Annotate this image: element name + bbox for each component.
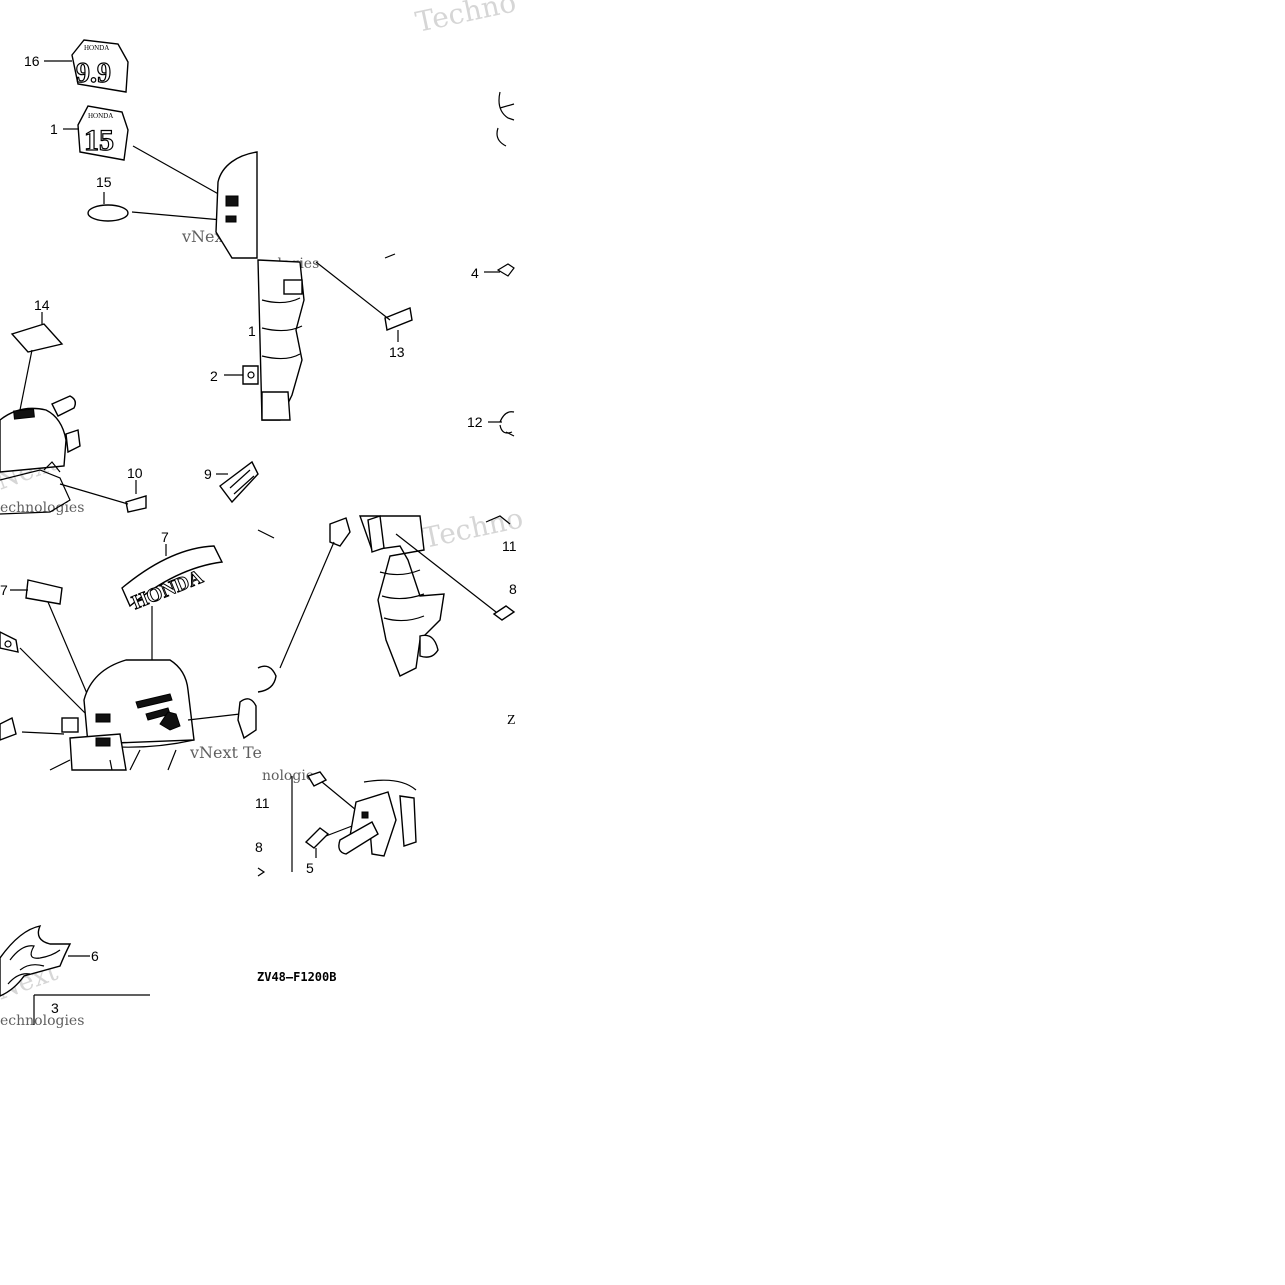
- decal-honda-small-text: HONDA: [84, 44, 109, 52]
- callout-4: 4: [471, 265, 479, 281]
- callout-13: 13: [389, 344, 405, 360]
- callout-8: 8: [509, 581, 517, 597]
- callout-10: 10: [127, 465, 143, 481]
- label-side-partial: [237, 698, 257, 740]
- callout-7-left: 7: [0, 582, 8, 598]
- callout-6: 6: [91, 948, 99, 964]
- callout-3: 3: [51, 1000, 59, 1016]
- decal-99-text: 9.9: [76, 58, 111, 89]
- label-left-edge[interactable]: [0, 631, 19, 653]
- decal-signature[interactable]: [0, 925, 72, 997]
- callout-16: 16: [24, 53, 40, 69]
- watermarks: Techno vNext Te nologies Next echnologie…: [0, 0, 526, 1029]
- clip-part: [257, 665, 277, 693]
- callout-8-partial: 8: [255, 839, 263, 855]
- watermark-text: Techno: [413, 0, 519, 39]
- callout-14: 14: [34, 297, 50, 313]
- label-7[interactable]: [25, 579, 63, 605]
- callout-12: 12: [467, 414, 483, 430]
- engine-leg-upper: [257, 259, 305, 421]
- decal-honda-arc[interactable]: HONDA: [121, 545, 224, 615]
- callout-z: Z: [507, 713, 516, 728]
- oval-decal-15[interactable]: [87, 204, 129, 222]
- callout-11: 11: [502, 538, 517, 554]
- control-bracket: [338, 779, 417, 857]
- engine-side-view: [0, 395, 81, 515]
- callout-15: 15: [96, 174, 112, 190]
- decal-15-text: 15: [84, 124, 114, 157]
- label-13[interactable]: [384, 307, 413, 331]
- decal-99[interactable]: HONDA 9.9: [71, 39, 129, 93]
- label-5[interactable]: [304, 827, 330, 849]
- label-14[interactable]: [10, 323, 64, 353]
- callout-11-partial: 1: [248, 323, 256, 339]
- engine-leg-lower: [257, 515, 445, 677]
- label-9[interactable]: [219, 460, 259, 504]
- watermark-text: vNext Te: [189, 743, 262, 762]
- diagram-code: ZV48—F1200B: [257, 970, 336, 984]
- decal-15[interactable]: HONDA 15: [77, 105, 129, 161]
- callout-9: 9: [204, 466, 212, 482]
- watermark-text: echnologies: [0, 1013, 84, 1029]
- engine-right-fragment-top: [496, 91, 515, 437]
- engine-hood-lower: [49, 659, 195, 771]
- label-10[interactable]: [125, 495, 147, 513]
- callout-1-partial: 11: [255, 795, 270, 811]
- callout-7-top: 7: [161, 529, 169, 545]
- callout-2: 2: [210, 368, 218, 384]
- label-small-top[interactable]: [306, 771, 328, 787]
- label-2[interactable]: [242, 365, 259, 385]
- label-left-edge-2[interactable]: [0, 716, 17, 741]
- label-8[interactable]: [492, 605, 516, 621]
- decal-honda-small-text: HONDA: [88, 112, 113, 120]
- callout-1: 1: [50, 121, 58, 137]
- callout-5: 5: [306, 860, 314, 876]
- engine-hood-upper: [215, 151, 258, 259]
